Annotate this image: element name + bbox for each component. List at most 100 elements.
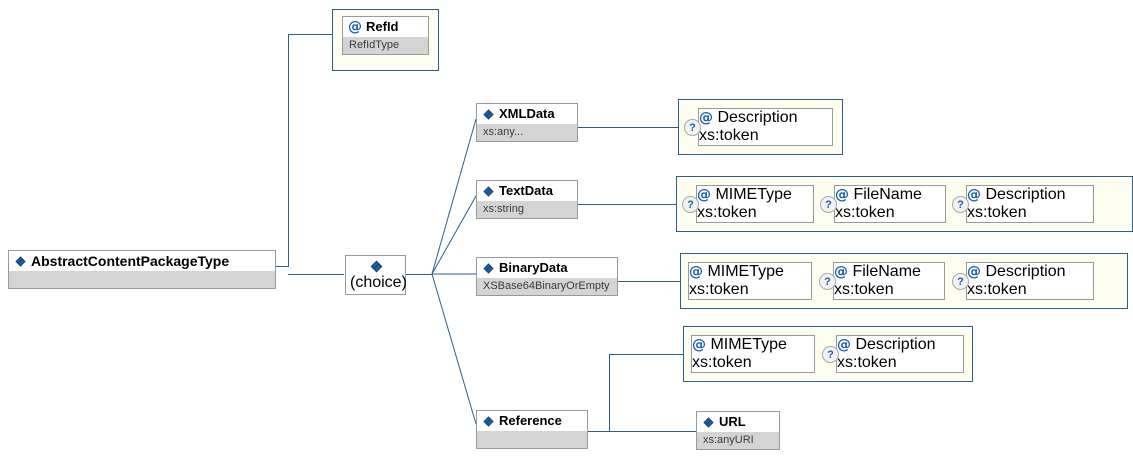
element-icon [482,185,495,198]
attr-title: @ Description [967,263,1093,281]
root-type [9,270,275,288]
textdata-attribute-group: ? @ MIMEType xs:token ? @ FileName xs:to… [676,176,1133,232]
attr-title: @ MIMEType [697,186,813,204]
connector-xmldata-attrs [578,127,678,128]
url-type: xs:anyURI [697,431,779,449]
element-icon [14,255,27,268]
attr-title: @ MIMEType [689,263,811,281]
refid-name: RefId [366,19,399,34]
xmldata-attribute-group: ? @ Description xs:token [678,99,843,155]
root-title: AbstractContentPackageType [9,251,275,270]
attr-name: FileName [853,186,922,203]
xmldata-type: xs:any... [477,123,577,141]
attr-type: xs:token [692,354,752,371]
attr-name: MIMEType [715,186,792,203]
attr-slot-mimetype: @ MIMEType xs:token [688,262,812,300]
node-textdata-filename[interactable]: @ FileName xs:token [834,185,946,223]
textdata-type: xs:string [477,200,577,218]
attr-name: Description [985,263,1066,280]
connector-root-out [275,266,289,267]
attr-type: xs:token [689,281,749,298]
attr-slot-mimetype: ? @ MIMEType xs:token [682,185,814,223]
attr-name: Description [855,336,936,353]
attribute-icon: @ [697,187,711,203]
attribute-icon: @ [692,337,706,353]
element-icon [482,108,495,121]
attr-slot-description: ? @ Description xs:token [684,108,833,146]
node-refid[interactable]: @ RefId RefIdType [342,16,429,55]
xmldata-name: XMLData [499,106,555,121]
reference-attribute-group: @ MIMEType xs:token ? @ Description xs:t… [683,326,973,382]
attr-slot-description: ? @ Description xs:token [952,185,1094,223]
element-icon [702,416,715,429]
connector-reference-attrs-vertical [609,354,610,432]
attr-type: xs:token [834,281,894,298]
attr-slot-mimetype: @ MIMEType xs:token [691,335,815,373]
node-reference-mimetype[interactable]: @ MIMEType xs:token [691,335,815,373]
optional-marker-icon: ? [682,195,699,213]
attr-type: xs:token [837,354,897,371]
binarydata-name: BinaryData [499,260,568,275]
optional-marker-icon: ? [952,272,969,290]
attr-name: MIMEType [707,263,784,280]
binarydata-type: XSBase64BinaryOrEmpty [477,277,617,295]
node-binarydata-filename[interactable]: @ FileName xs:token [833,262,945,300]
attr-type: xs:token [967,204,1027,221]
attr-name: Description [985,186,1066,203]
choice-icon [369,259,383,273]
attribute-icon: @ [835,187,849,203]
choice-icon-wrap [346,256,405,273]
attr-title: @ Description [699,109,832,127]
node-url[interactable]: URL xs:anyURI [696,411,780,450]
refid-title: @ RefId [343,17,428,36]
attr-slot-filename: ? @ FileName xs:token [819,262,945,300]
attr-type: xs:token [835,204,895,221]
attr-title: @ Description [837,336,963,354]
attr-title: @ FileName [835,186,945,204]
connector-reference-url [588,431,696,432]
connector-textdata-attrs [578,204,676,205]
node-textdata-mimetype[interactable]: @ MIMEType xs:token [696,185,814,223]
connector-trunk-vertical [288,34,289,267]
node-textdata[interactable]: TextData xs:string [476,180,578,219]
attr-slot-description: ? @ Description xs:token [822,335,964,373]
element-icon [482,262,495,275]
node-xmldata[interactable]: XMLData xs:any... [476,103,578,142]
node-binarydata[interactable]: BinaryData XSBase64BinaryOrEmpty [476,257,618,296]
connector-reference-attrs [609,354,683,355]
textdata-title: TextData [477,181,577,200]
reference-name: Reference [499,413,562,428]
node-reference[interactable]: Reference [476,410,588,449]
node-xmldata-description[interactable]: @ Description xs:token [698,108,833,146]
attr-name: MIMEType [710,336,787,353]
optional-marker-icon: ? [819,272,836,290]
reference-type [477,430,587,448]
optional-marker-icon: ? [822,345,839,363]
attribute-icon: @ [348,18,362,35]
refid-type: RefIdType [343,36,428,54]
attr-type: xs:token [967,281,1027,298]
node-binarydata-description[interactable]: @ Description xs:token [966,262,1094,300]
node-textdata-description[interactable]: @ Description xs:token [966,185,1094,223]
node-binarydata-mimetype[interactable]: @ MIMEType xs:token [688,262,812,300]
node-choice[interactable]: (choice) [345,255,407,295]
attribute-icon: @ [967,264,981,280]
attr-name: Description [717,109,798,126]
attr-title: @ Description [967,186,1093,204]
node-abstractcontentpackagetype[interactable]: AbstractContentPackageType [8,250,276,289]
url-name: URL [719,414,746,429]
attr-type: xs:token [699,127,759,144]
optional-marker-icon: ? [820,195,837,213]
attr-name: FileName [852,263,921,280]
attr-title: @ FileName [834,263,944,281]
url-title: URL [697,412,779,431]
optional-marker-icon: ? [952,195,969,213]
binarydata-title: BinaryData [477,258,617,277]
connector-to-choice [288,274,344,275]
connector-to-refid [288,34,332,35]
textdata-name: TextData [499,183,553,198]
xmldata-title: XMLData [477,104,577,123]
node-reference-description[interactable]: @ Description xs:token [836,335,964,373]
connector-binarydata-attrs [618,281,680,282]
